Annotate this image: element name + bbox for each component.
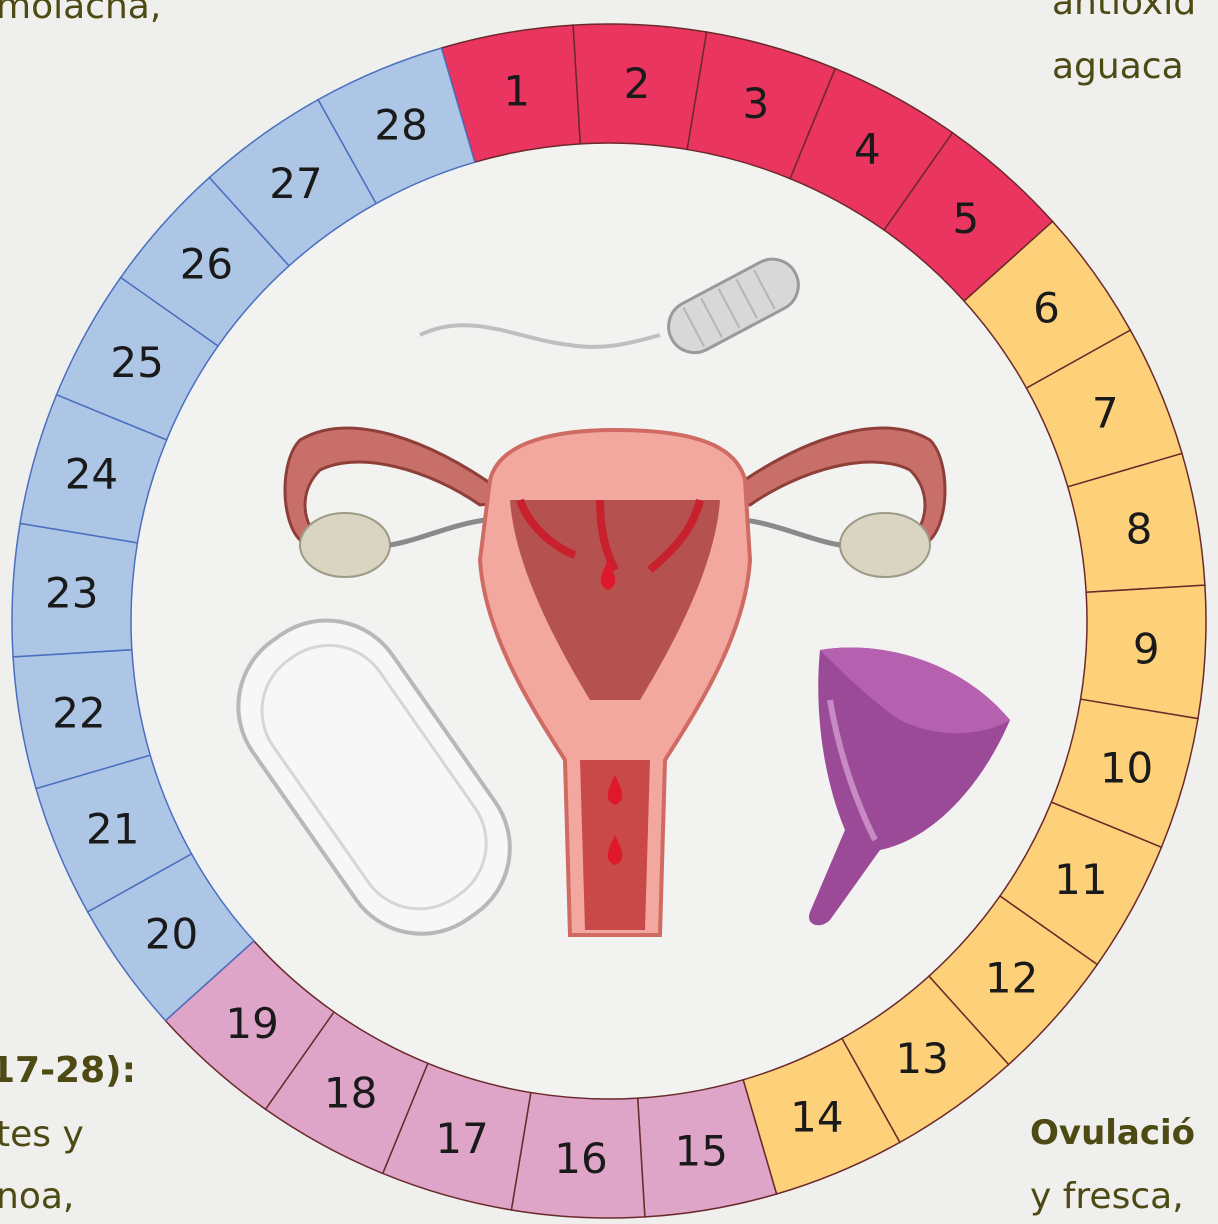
day-label-2: 2 [624, 59, 651, 108]
day-label-22: 22 [52, 689, 105, 738]
day-label-24: 24 [65, 450, 118, 499]
day-label-17: 17 [435, 1114, 488, 1163]
day-label-7: 7 [1092, 389, 1119, 438]
day-label-5: 5 [953, 194, 980, 243]
day-label-9: 9 [1133, 625, 1160, 674]
day-label-10: 10 [1100, 743, 1153, 792]
day-label-1: 1 [503, 66, 530, 115]
day-label-25: 25 [110, 338, 163, 387]
day-label-14: 14 [790, 1093, 843, 1142]
day-label-11: 11 [1054, 855, 1107, 904]
day-label-19: 19 [225, 999, 278, 1048]
day-label-16: 16 [554, 1134, 607, 1183]
day-label-20: 20 [145, 910, 198, 959]
day-label-6: 6 [1033, 283, 1060, 332]
day-label-18: 18 [324, 1068, 377, 1117]
day-label-8: 8 [1126, 504, 1153, 553]
day-label-26: 26 [180, 240, 233, 289]
day-label-28: 28 [374, 100, 427, 149]
day-label-13: 13 [895, 1034, 948, 1083]
day-label-27: 27 [269, 159, 322, 208]
day-label-4: 4 [854, 125, 881, 174]
day-label-21: 21 [86, 804, 139, 853]
day-label-12: 12 [985, 953, 1038, 1002]
day-label-23: 23 [45, 568, 98, 617]
day-label-15: 15 [675, 1127, 728, 1176]
day-label-3: 3 [743, 79, 770, 128]
